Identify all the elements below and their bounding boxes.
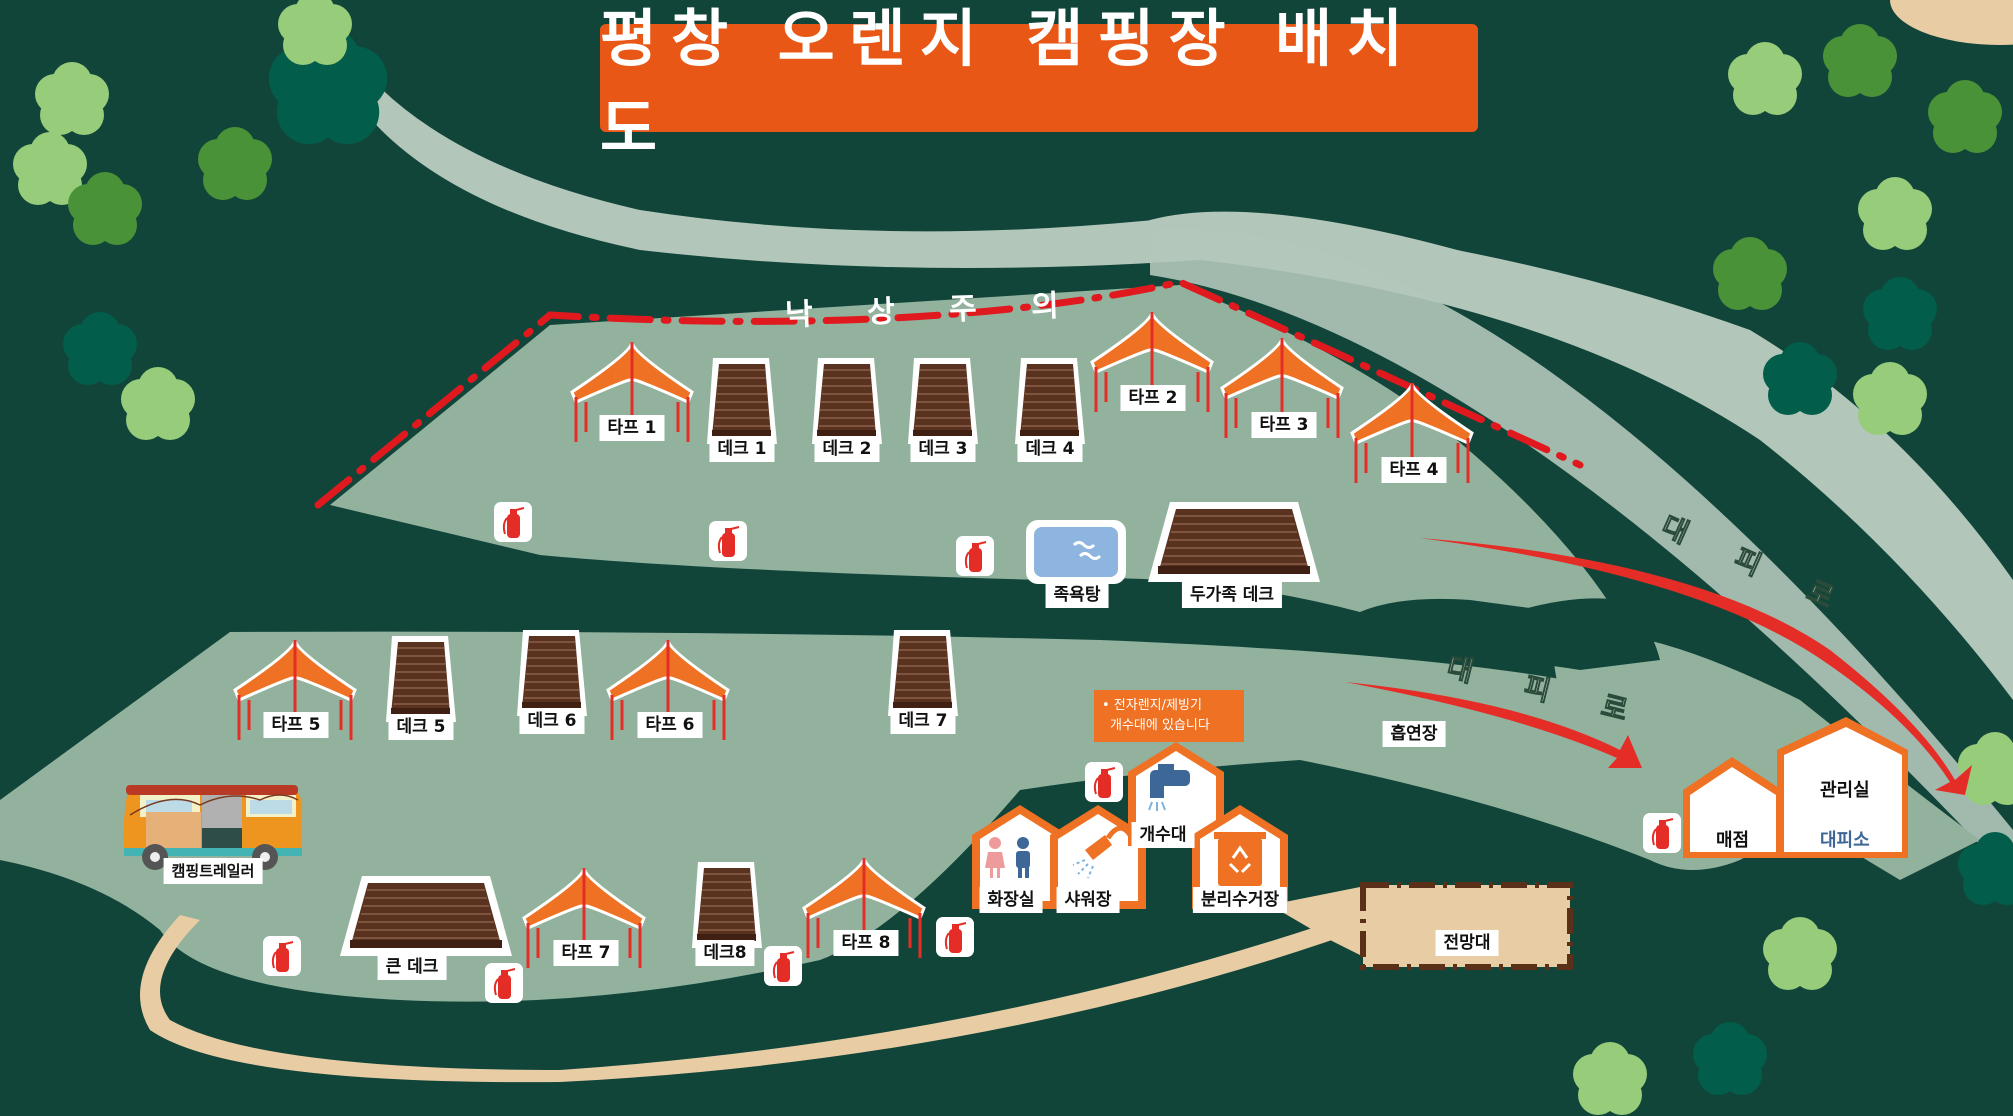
fall-warning-line [314,278,1584,509]
smoking-area-label[interactable]: 흡연장 [1382,721,1446,747]
recycling-label[interactable]: 분리수거장 [1192,887,1288,913]
notice-line-1: • 전자렌지/제빙기 [1102,698,1202,713]
shower-label[interactable]: 샤워장 [1056,887,1120,913]
recycling-building[interactable] [1192,805,1288,909]
tarp-6-label[interactable]: 타프 6 [637,712,703,738]
office-shelter-building[interactable] [1777,717,1908,858]
deck-8-label[interactable]: 데크8 [695,940,755,966]
deck-5-icon[interactable] [385,635,457,723]
deck-1-icon[interactable] [706,357,778,445]
fire-extinguisher-icon [955,535,995,577]
fire-extinguisher-icon [484,962,524,1004]
camping-trailer-label[interactable]: 캠핑트레일러 [163,858,263,884]
tarp-7-label[interactable]: 타프 7 [553,940,619,966]
deck-1-label[interactable]: 데크 1 [709,436,775,462]
fire-extinguisher-icon [935,916,975,958]
fire-extinguisher-icon [493,501,533,543]
deck-4-label[interactable]: 데크 4 [1017,436,1083,462]
fire-extinguisher-icon [1642,812,1682,854]
appliance-notice: • 전자렌지/제빙기 개수대에 있습니다 [1094,690,1244,742]
fire-extinguisher-icon [763,945,803,987]
tarp-2-label[interactable]: 타프 2 [1120,385,1186,411]
roads [330,40,2013,881]
deck-2-icon[interactable] [811,357,883,445]
big-deck-label[interactable]: 큰 데크 [377,954,447,980]
toilet-label[interactable]: 화장실 [979,887,1043,913]
dirt-path [140,905,1380,1083]
observatory-label[interactable]: 전망대 [1435,930,1499,956]
family-deck-label[interactable]: 두가족 데크 [1181,582,1283,608]
tarp-5-label[interactable]: 타프 5 [263,712,329,738]
tarp-4-label[interactable]: 타프 4 [1381,457,1447,483]
tarp-1-label[interactable]: 타프 1 [599,415,665,441]
footbath-label[interactable]: 족욕탕 [1045,582,1109,608]
camping-trailer-icon[interactable] [123,785,303,870]
fire-extinguisher-icon [1084,761,1124,803]
tarp-3-label[interactable]: 타프 3 [1251,412,1317,438]
shelter-label[interactable]: 대피소 [1820,830,1870,851]
store-building[interactable] [1683,757,1782,858]
sink-label[interactable]: 개수대 [1131,822,1195,848]
family-deck-icon[interactable] [1147,501,1321,583]
big-deck-icon[interactable] [339,875,513,957]
notice-line-2: 개수대에 있습니다 [1110,718,1210,733]
evac-arrow-upper [1420,538,1972,795]
office-label[interactable]: 관리실 [1820,780,1870,801]
tarp-8-label[interactable]: 타프 8 [833,930,899,956]
sink-building[interactable] [1128,742,1224,846]
deck-4-icon[interactable] [1014,357,1086,445]
deck-7-label[interactable]: 데크 7 [890,708,956,734]
sand-area [1890,0,2013,45]
fire-extinguisher-icon [708,520,748,562]
store-label[interactable]: 매점 [1716,830,1750,851]
deck-3-icon[interactable] [907,357,979,445]
fire-extinguisher-icon [262,935,302,977]
deck-6-label[interactable]: 데크 6 [519,708,585,734]
deck-8-icon[interactable] [691,861,763,949]
toilet-building[interactable] [972,805,1068,909]
deck-3-label[interactable]: 데크 3 [910,436,976,462]
deck-6-icon[interactable] [516,629,588,717]
deck-2-label[interactable]: 데크 2 [814,436,880,462]
observatory[interactable] [1270,882,1573,970]
deck-7-icon[interactable] [887,629,959,717]
deck-5-label[interactable]: 데크 5 [388,714,454,740]
map-title: 평창 오렌지 캠핑장 배치도 [600,2,1478,165]
footbath-icon[interactable] [1026,520,1126,584]
